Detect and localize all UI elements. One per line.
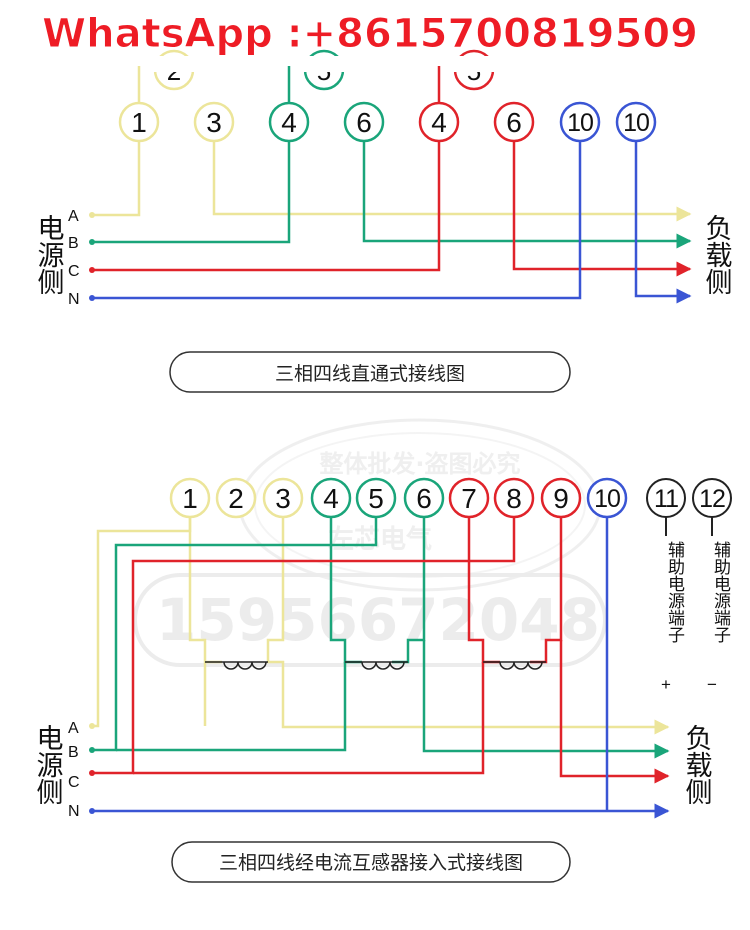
top-terminal-1 [118,101,160,143]
faint-watermark: 整体批发·盗图必究 左芯电气 15956672048 [133,418,607,667]
top-terminal-10b [615,101,657,143]
bottom-terminal-row: 1 2 3 4 5 6 7 8 9 10 11 12 [169,477,732,519]
aux-sign-plus: + [661,675,671,694]
dot-c [89,267,95,273]
top-phase-n: N [68,291,80,308]
b-terminal-4-label: 4 [323,483,339,514]
top-terminal-row: 1 3 4 6 4 6 10 10 [118,101,657,143]
bottom-caption: 三相四线经电流互感器接入式接线图 [219,852,523,874]
dot-n [89,295,95,301]
top-terminal-4c-label: 4 [431,107,447,138]
top-terminal-4b-label: 4 [281,107,297,138]
b-dot-a [89,723,95,729]
b-terminal-8 [493,477,535,519]
b-terminal-11 [646,478,686,518]
b-terminal-10 [586,477,628,519]
top-diagram: 2 5 5 1 3 4 6 [33,49,733,393]
b-terminal-7 [448,477,490,519]
b-wire-b-in [92,517,378,752]
b-load-label: 负载侧 [681,724,713,805]
seal-top-text: 整体批发·盗图必究 [319,450,520,478]
b-terminal-6-label: 6 [416,483,432,514]
phone-watermark: 15956672048 [156,586,600,654]
aux-sign-minus: − [707,675,717,694]
b-terminal-3 [262,477,304,519]
ct-coil-b [345,661,408,670]
b-terminal-8-label: 8 [506,483,522,514]
b-terminal-9-label: 9 [553,483,569,514]
b-phase-a: A [68,720,79,737]
wire-c-in [92,141,441,272]
b-source-label: 电源侧 [32,724,64,805]
b-terminal-12-label: 12 [699,485,725,513]
wire-b-out [362,141,692,249]
top-phase-b: B [68,235,79,252]
b-dot-c [89,770,95,776]
aux-label-minus-side: 辅助电源端子 [710,541,731,643]
b-terminal-11-label: 11 [654,485,678,513]
b-dot-b [89,747,95,753]
top-terminal-10a [559,101,601,143]
partial-mask [90,56,650,72]
phone-box [133,573,607,667]
ct-coil-a [205,661,268,670]
wire-n-out [634,141,692,304]
b-terminal-9 [540,477,582,519]
b-terminal-7-label: 7 [461,483,477,514]
wire-b-in [92,141,291,244]
top-load-label: 负载侧 [701,214,733,295]
top-phase-a: A [68,208,79,225]
b-phase-b: B [68,744,79,761]
top-terminal-3 [193,101,235,143]
top-terminal-4b [268,101,310,143]
b-terminal-4 [310,477,352,519]
top-terminal-6b [343,101,385,143]
top-terminal-3-label: 3 [206,107,222,138]
b-terminal-2 [215,477,257,519]
b-terminal-5 [355,477,397,519]
b-wire-b-out [422,640,670,759]
dot-b [89,239,95,245]
b-wire-b-return [116,662,347,752]
b-dot-n [89,808,95,814]
b-terminal-10-label: 10 [594,485,620,513]
wire-c-out [512,141,692,277]
top-terminal-6c [493,101,535,143]
wire-n-in [92,141,582,300]
b-wire-c-in [92,517,516,775]
top-terminal-10b-label: 10 [623,109,649,137]
b-terminal-12 [692,478,732,518]
top-caption-box [169,351,571,393]
seal-bottom-text: 左芯电气 [328,524,432,555]
top-terminal-10a-label: 10 [567,109,593,137]
b-terminal-2-label: 2 [228,483,244,514]
top-terminal-6b-label: 6 [356,107,372,138]
b-wire-a-ct1 [188,517,207,726]
wire-a-in [92,141,141,217]
top-terminal-1-label: 1 [131,107,147,138]
top-phase-c: C [68,263,80,280]
dot-a [89,212,95,218]
bottom-caption-box [171,841,571,883]
partial-terminal-row: 2 5 5 [90,49,650,91]
b-terminal-6 [403,477,445,519]
b-phase-c: C [68,774,80,791]
b-phase-n: N [68,803,80,820]
top-caption: 三相四线直通式接线图 [275,363,465,385]
b-terminal-5-label: 5 [368,483,384,514]
b-terminal-3-label: 3 [275,483,291,514]
whatsapp-watermark: WhatsApp :+8615700819509 [42,11,698,57]
wire-a-out [212,141,692,222]
bottom-diagram: 1 2 3 4 5 6 7 8 9 10 11 12 辅助电源端子 辅助电源 [32,477,732,883]
aux-label-plus-side: 辅助电源端子 [664,541,685,643]
top-terminal-4c [418,101,460,143]
top-source-label: 电源侧 [33,214,65,295]
b-wire-c-return [133,662,485,775]
top-terminal-6c-label: 6 [506,107,522,138]
b-wire-c-out [559,640,670,784]
ct-coil-c [483,661,546,670]
b-terminal-1 [169,477,211,519]
b-terminal-1-label: 1 [182,483,198,514]
